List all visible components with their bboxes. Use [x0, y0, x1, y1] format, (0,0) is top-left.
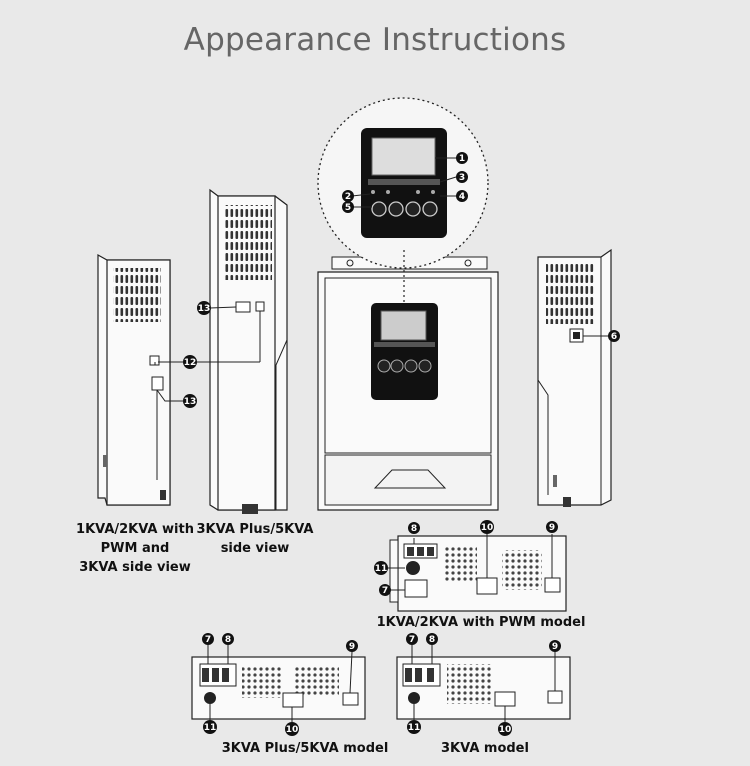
- side-view-1kva-2kva: [97, 253, 171, 506]
- front-view: [317, 256, 499, 511]
- callout-4: 4: [456, 190, 468, 202]
- caption-bottom-3kva: 3KVA model: [441, 741, 529, 756]
- svg-text:8: 8: [411, 524, 417, 534]
- svg-text:8: 8: [225, 635, 231, 645]
- callout-8-top: 8: [408, 522, 420, 534]
- callout-7-right: 7: [406, 633, 418, 645]
- callout-11-left: 11: [203, 720, 217, 734]
- svg-text:13: 13: [198, 304, 211, 314]
- callout-6: 6: [608, 330, 620, 342]
- svg-text:11: 11: [375, 564, 388, 574]
- svg-text:7: 7: [382, 586, 388, 596]
- bottom-view-1kva-2kva: [389, 535, 567, 612]
- svg-text:7: 7: [409, 635, 415, 645]
- page-title: Appearance Instructions: [183, 22, 567, 58]
- callout-10-right: 10: [498, 722, 512, 736]
- caption-side-3kva-plus: 3KVA Plus/5KVA side view: [196, 522, 314, 556]
- svg-text:11: 11: [408, 723, 421, 733]
- callout-8-right: 8: [426, 633, 438, 645]
- svg-text:10: 10: [481, 523, 494, 533]
- side-view-right: [537, 248, 612, 507]
- callout-1: 1: [456, 152, 468, 164]
- callout-13-lower: 13: [183, 394, 197, 408]
- side-view-3kva-plus-5kva: [209, 188, 288, 514]
- bottom-view-3kva: [396, 656, 571, 720]
- caption-side-1kva: 1KVA/2KVA with PWM and 3KVA side view: [76, 522, 194, 575]
- callout-11-top: 11: [374, 561, 388, 575]
- panel-zoom: [317, 97, 489, 303]
- callout-13-upper: 13: [197, 301, 211, 315]
- svg-text:9: 9: [349, 642, 355, 652]
- callout-3: 3: [456, 171, 468, 183]
- callout-9-left: 9: [346, 640, 358, 652]
- svg-text:11: 11: [204, 723, 217, 733]
- callout-10-top: 10: [480, 520, 494, 534]
- svg-text:10: 10: [499, 725, 512, 735]
- callout-9-right: 9: [549, 640, 561, 652]
- callout-11-right: 11: [407, 720, 421, 734]
- callout-7-top: 7: [379, 584, 391, 596]
- svg-text:6: 6: [611, 332, 617, 342]
- svg-text:5: 5: [345, 203, 351, 213]
- svg-text:12: 12: [184, 358, 197, 368]
- callout-9-top: 9: [546, 521, 558, 533]
- caption-bottom-3kva-plus: 3KVA Plus/5KVA model: [221, 741, 389, 756]
- callout-7-left: 7: [202, 633, 214, 645]
- bottom-view-3kva-plus-5kva: [191, 656, 366, 720]
- svg-text:9: 9: [549, 523, 555, 533]
- caption-bottom-1kva: 1KVA/2KVA with PWM model: [376, 615, 586, 630]
- svg-text:4: 4: [459, 192, 465, 202]
- svg-text:13: 13: [184, 397, 197, 407]
- svg-text:7: 7: [205, 635, 211, 645]
- svg-text:1: 1: [459, 154, 465, 164]
- svg-text:3: 3: [459, 173, 465, 183]
- leader-lines: [154, 157, 608, 722]
- callout-12: 12: [183, 355, 197, 369]
- svg-text:8: 8: [429, 635, 435, 645]
- svg-text:9: 9: [552, 642, 558, 652]
- callout-5: 5: [342, 201, 354, 213]
- callout-10-left: 10: [285, 722, 299, 736]
- svg-text:2: 2: [345, 192, 351, 202]
- callout-2: 2: [342, 190, 354, 202]
- svg-text:10: 10: [286, 725, 299, 735]
- callout-8-left: 8: [222, 633, 234, 645]
